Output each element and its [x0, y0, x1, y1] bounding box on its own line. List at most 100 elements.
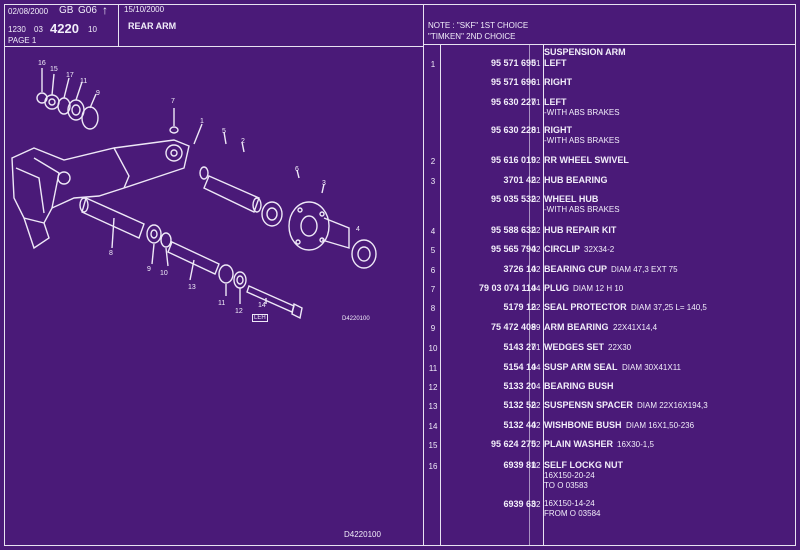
quantity: 01: [531, 98, 541, 107]
part-number: 6939 63: [503, 499, 536, 509]
diagram-label: 12: [235, 308, 243, 315]
qty-col-line: [529, 44, 530, 546]
part-description: WISHBONE BUSH: [544, 420, 622, 430]
item-number: 5: [430, 246, 436, 255]
header-date1: 02/08/2000: [8, 7, 49, 16]
diagram-label: 13: [188, 284, 196, 291]
quantity: 02: [531, 195, 541, 204]
item-number: 14: [428, 422, 438, 431]
exploded-diagram: [11, 68, 377, 320]
part-spec: DIAM 30X41X11: [622, 363, 681, 372]
quantity: 02: [531, 421, 541, 430]
footer-ref: D4220100: [344, 530, 381, 539]
item-number: 16: [428, 462, 438, 471]
quantity: 02: [531, 226, 541, 235]
part-note: -WITH ABS BRAKES: [544, 136, 620, 145]
part-number: 95 571 695: [490, 58, 536, 68]
part-description: SELF LOCKG NUT: [544, 460, 623, 470]
header-page: PAGE 1: [8, 36, 37, 45]
frame-left: [4, 4, 5, 546]
item-number: 1: [430, 60, 436, 69]
page-title: REAR ARM: [128, 21, 177, 31]
diagram-label: 4: [356, 226, 360, 233]
item-col-line: [440, 44, 441, 546]
quantity: 02: [531, 265, 541, 274]
part-description: PLUG: [544, 283, 570, 293]
part-number: 5143 27: [503, 342, 536, 352]
frame-top: [4, 4, 796, 5]
part-number: 6939 81: [503, 460, 536, 470]
part-number: 75 472 408: [490, 322, 536, 332]
frame-right: [795, 4, 796, 546]
quantity: 02: [531, 401, 541, 410]
header-plate: 4220: [50, 21, 79, 36]
item-number: 6: [430, 266, 436, 275]
diagram-label: 11: [218, 300, 226, 307]
item-number: 10: [428, 344, 438, 353]
part-number: 5154 14: [503, 362, 536, 372]
header-group: G06: [78, 5, 97, 16]
quantity: 01: [531, 59, 541, 68]
part-spec: DIAM 22X16X194,3: [637, 401, 708, 410]
item-number: 4: [430, 227, 436, 236]
part-description: BEARING BUSH: [544, 381, 614, 391]
item-number: 3: [430, 177, 436, 186]
diagram-label: 7: [171, 98, 175, 105]
part-description: CIRCLIP: [544, 244, 580, 254]
item-number: 12: [428, 383, 438, 392]
quantity: 02: [531, 440, 541, 449]
part-description: SUSPENSN SPACER: [544, 400, 633, 410]
item-number: 15: [428, 441, 438, 450]
part-6-icon: [261, 201, 283, 227]
part-description: RIGHT: [544, 77, 572, 87]
quantity: 01: [531, 343, 541, 352]
part-number: 95 565 794: [490, 244, 536, 254]
diagram-label: 16: [38, 60, 46, 67]
part-number: 5132 44: [503, 420, 536, 430]
quantity: 04: [531, 382, 541, 391]
part-5-icon: [199, 166, 209, 180]
diagram-label: 10: [160, 270, 168, 277]
diagram-label: 9: [96, 90, 100, 97]
note-divider: [424, 44, 796, 45]
part-description: SUSPENSION ARM: [544, 47, 626, 57]
quantity: 01: [531, 78, 541, 87]
part-note: TO O 03583: [544, 481, 588, 490]
diagram-label: 2: [241, 138, 245, 145]
part-number: 95 624 275: [490, 439, 536, 449]
part-spec: DIAM 37,25 L= 140,5: [631, 303, 707, 312]
note-line-1: NOTE : "SKF" 1ST CHOICE: [428, 21, 529, 30]
part-description: ARM BEARING: [544, 322, 609, 332]
part-number: 79 03 074 114: [478, 283, 536, 293]
part-number: 5132 52: [503, 400, 536, 410]
header-code-a: 1230: [8, 25, 26, 34]
frame-bottom: [4, 545, 796, 546]
part-spec: 16X30-1,5: [617, 440, 654, 449]
diagram-label: 15: [50, 66, 58, 73]
quantity: 02: [531, 500, 541, 509]
part-number: 95 588 632: [490, 225, 536, 235]
part-note: -WITH ABS BRAKES: [544, 108, 620, 117]
quantity: 99: [531, 323, 541, 332]
header-date2: 15/10/2000: [124, 5, 165, 14]
item-number: 2: [430, 157, 436, 166]
arm-body: [11, 139, 190, 224]
part-spec: 22X41X14,4: [613, 323, 658, 332]
diagram-label: 9: [147, 266, 151, 273]
part-number: 95 630 228: [490, 125, 536, 135]
item-number: 8: [430, 304, 436, 313]
part-spec: 32X34-2: [584, 245, 615, 254]
part-description: BEARING CUP: [544, 264, 608, 274]
up-arrow-icon: ↑: [102, 3, 108, 17]
part-8-icon: [81, 197, 145, 239]
part-number: 3726 14: [503, 264, 536, 274]
part-description: HUB REPAIR KIT: [544, 225, 617, 235]
part-description: WEDGES SET: [544, 342, 605, 352]
diagram-label: 3: [322, 180, 326, 187]
part-description: LEFT: [544, 58, 567, 68]
item-number: 13: [428, 402, 438, 411]
part-14-icon: [246, 285, 295, 313]
quantity: 01: [531, 126, 541, 135]
header-plate-suffix: 10: [88, 25, 97, 34]
